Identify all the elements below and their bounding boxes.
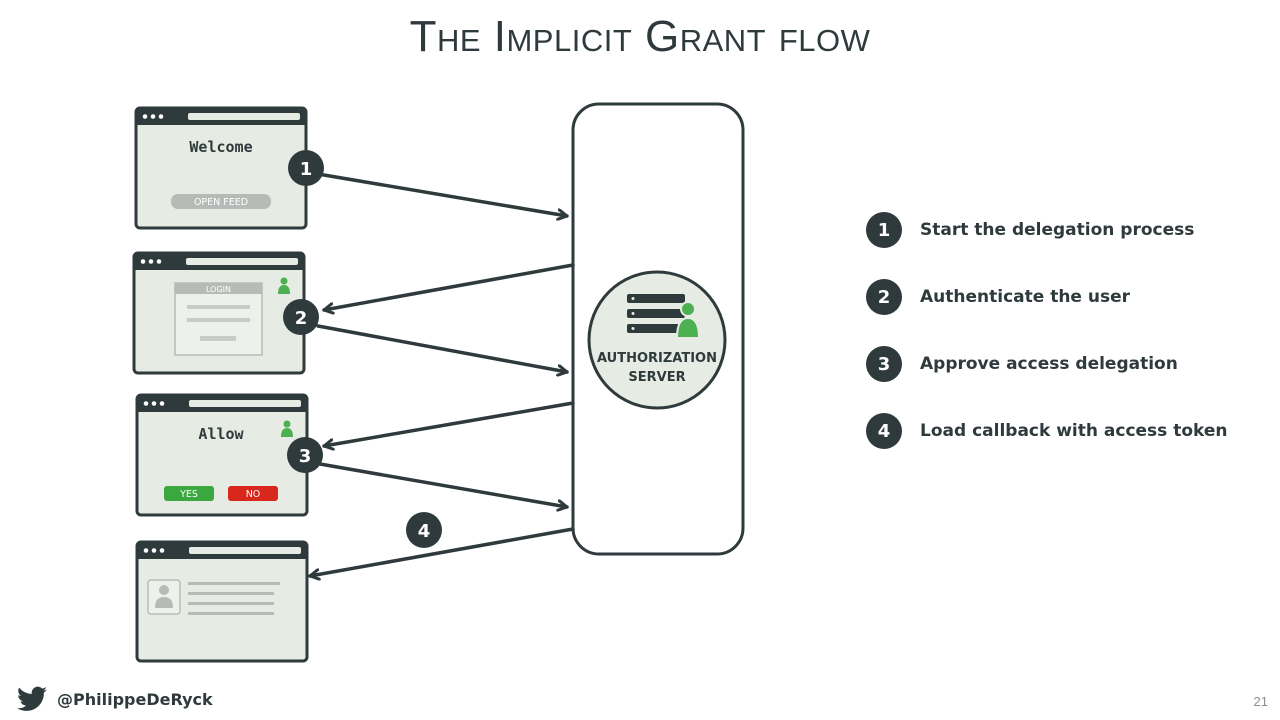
legend-item-2: 2 Authenticate the user	[866, 279, 1228, 315]
profile-avatar-icon	[147, 579, 181, 615]
arrow-server-to-allow	[322, 401, 575, 446]
steps-legend: 1 Start the delegation process 2 Authent…	[866, 212, 1228, 480]
step-badge-1: 1	[288, 150, 324, 186]
server-label-line2: SERVER	[628, 370, 685, 385]
svg-text:4: 4	[418, 521, 431, 542]
no-label: NO	[246, 489, 261, 500]
welcome-screen: Welcome OPEN FEED	[134, 106, 308, 230]
open-feed-button	[171, 194, 271, 209]
step-badge-4: 4	[406, 512, 442, 548]
legend-number: 1	[866, 212, 902, 248]
allow-screen: Allow YES NO	[135, 393, 309, 517]
legend-item-4: 4 Load callback with access token	[866, 413, 1228, 449]
feed-screen	[135, 540, 309, 663]
arrow-allow-to-server	[318, 462, 569, 507]
legend-label: Load callback with access token	[920, 421, 1228, 441]
server-user-icon	[627, 294, 701, 339]
yes-button	[164, 486, 214, 501]
authorization-server-circle	[587, 270, 727, 410]
user-icon	[281, 420, 293, 437]
allow-title: Allow	[198, 425, 244, 443]
login-title: LOGIN	[206, 285, 231, 294]
arrow-step1-to-server	[316, 172, 569, 216]
arrow-server-to-feed	[308, 527, 575, 576]
twitter-bird-icon	[17, 686, 47, 711]
legend-item-1: 1 Start the delegation process	[866, 212, 1228, 248]
page-number: 21	[1253, 694, 1268, 709]
login-screen: LOGIN	[132, 251, 306, 375]
legend-number: 3	[866, 346, 902, 382]
legend-item-3: 3 Approve access delegation	[866, 346, 1228, 382]
step-badge-3: 3	[287, 437, 323, 473]
legend-label: Authenticate the user	[920, 287, 1131, 307]
step-badge-2: 2	[283, 299, 319, 335]
legend-label: Start the delegation process	[920, 220, 1195, 240]
legend-number: 2	[866, 279, 902, 315]
arrow-server-to-login	[322, 263, 575, 310]
server-label-line1: AUTHORIZATION	[597, 351, 717, 366]
legend-number: 4	[866, 413, 902, 449]
svg-text:1: 1	[300, 159, 313, 180]
svg-text:2: 2	[295, 308, 308, 329]
legend-label: Approve access delegation	[920, 354, 1178, 374]
svg-text:3: 3	[299, 446, 312, 467]
slide-title: The Implicit Grant flow	[409, 12, 871, 61]
yes-label: YES	[179, 489, 198, 500]
twitter-handle: @PhilippeDeRyck	[57, 689, 213, 709]
footer-handle: @PhilippeDeRyck	[17, 686, 213, 712]
user-icon	[278, 277, 290, 294]
no-button	[228, 486, 278, 501]
arrow-login-to-server	[316, 324, 569, 372]
welcome-title: Welcome	[189, 138, 252, 156]
open-feed-label: OPEN FEED	[194, 197, 248, 208]
